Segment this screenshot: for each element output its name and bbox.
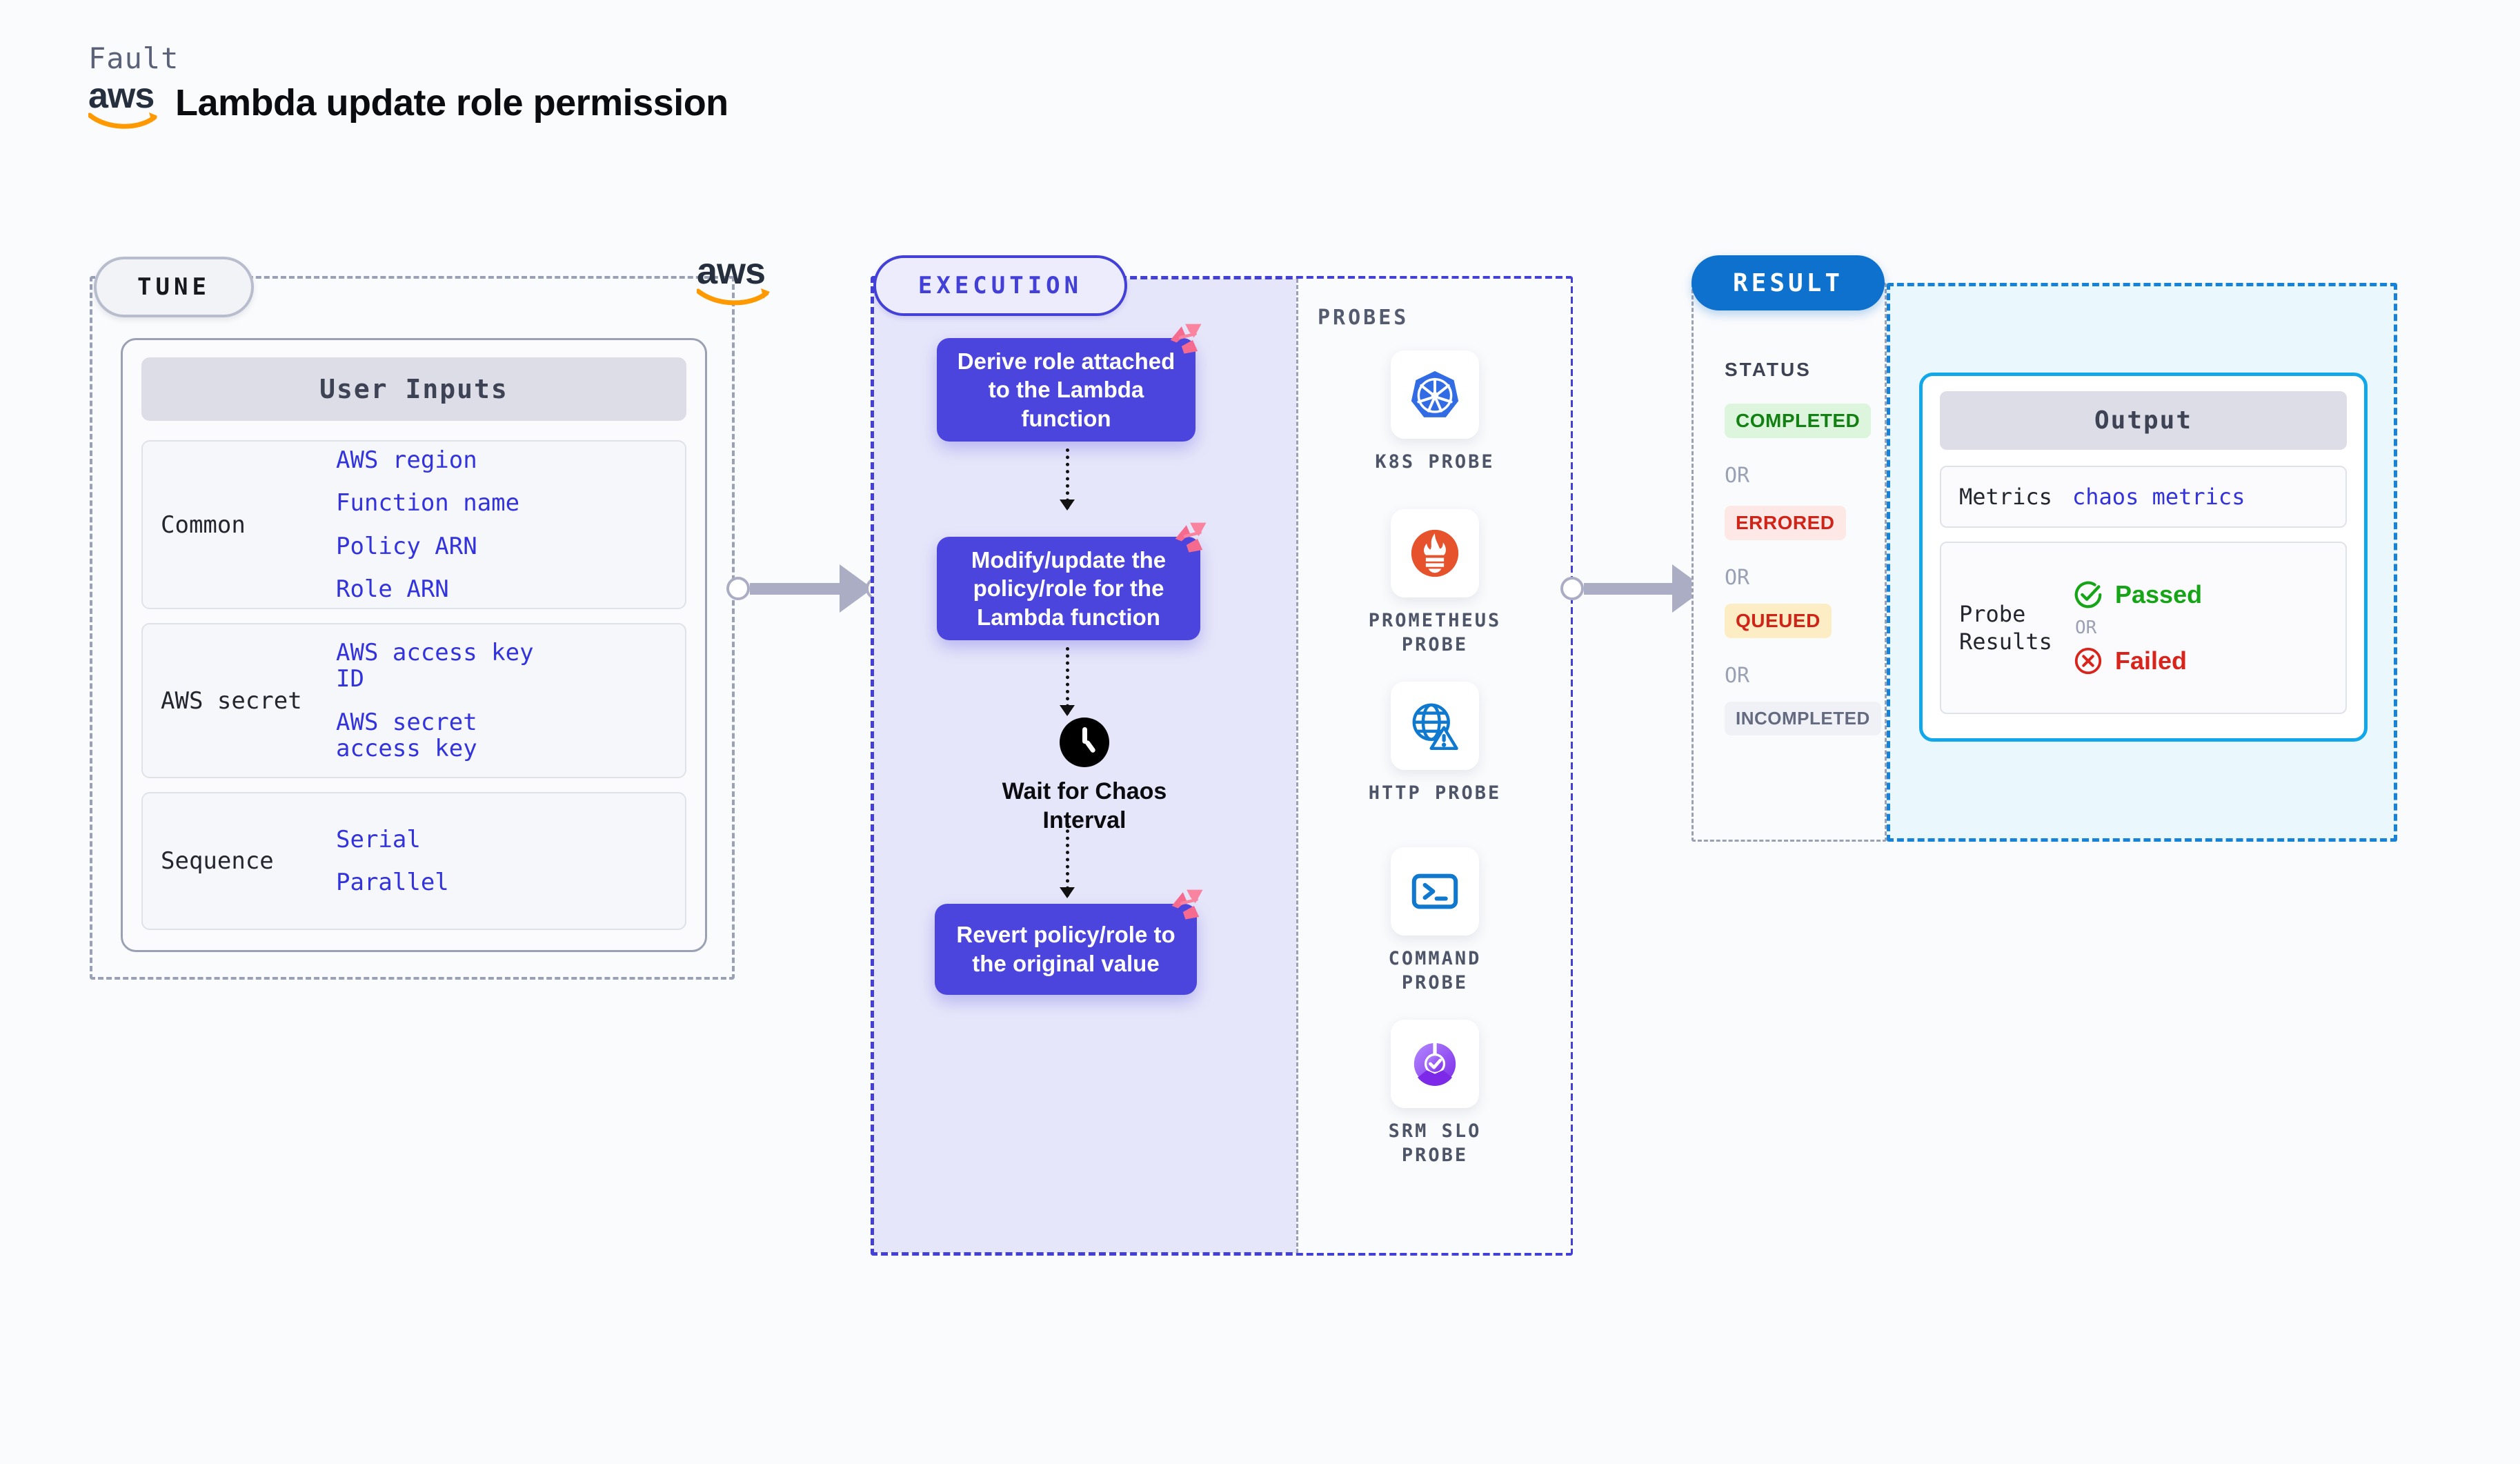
user-inputs-panel: User Inputs Common AWS region Function n… <box>121 338 707 952</box>
status-badge-errored[interactable]: ERRORED <box>1725 506 1846 540</box>
probe-label: SRM SLO PROBE <box>1388 1120 1482 1167</box>
connector-dot <box>726 577 750 600</box>
or-separator: OR <box>1725 566 1750 590</box>
status-badge-queued[interactable]: QUEUED <box>1725 604 1832 638</box>
kubernetes-icon <box>1391 350 1479 439</box>
passed-label: Passed <box>2115 580 2203 609</box>
connector-bar <box>1584 582 1672 595</box>
tune-badge[interactable]: TUNE <box>94 257 254 317</box>
probe-results-label: Probe Results <box>1959 601 2052 655</box>
probes-title: PROBES <box>1318 306 1409 330</box>
srm-slo-icon <box>1391 1020 1479 1108</box>
status-label: STATUS <box>1725 359 1812 380</box>
tune-group-sequence: Sequence Serial Parallel <box>141 792 686 930</box>
user-inputs-title: User Inputs <box>141 357 686 421</box>
metrics-label: Metrics <box>1959 484 2052 510</box>
tune-value[interactable]: Role ARN <box>336 575 449 603</box>
page-title: Lambda update role permission <box>175 82 728 123</box>
connector-bar <box>750 582 840 595</box>
probe-label: K8S PROBE <box>1375 451 1495 473</box>
x-circle-icon <box>2074 647 2102 675</box>
globe-warning-icon <box>1391 682 1479 770</box>
node-label: Modify/update the policy/role for the La… <box>971 546 1167 630</box>
tune-value[interactable]: AWS access key ID <box>336 639 534 693</box>
node-label: Derive role attached to the Lambda funct… <box>957 348 1175 431</box>
litmus-chaos-icon <box>1171 889 1203 920</box>
node-label: Revert policy/role to the original value <box>956 922 1175 976</box>
probe-result-failed: Failed <box>2072 645 2202 677</box>
litmus-chaos-icon <box>1175 522 1207 553</box>
execution-badge[interactable]: EXECUTION <box>873 255 1127 316</box>
probe-item-k8s[interactable]: K8S PROBE <box>1359 350 1511 474</box>
flow-arrow <box>1060 448 1075 511</box>
execution-node-derive-role[interactable]: Derive role attached to the Lambda funct… <box>937 324 1202 442</box>
tune-value[interactable]: AWS secret access key <box>336 708 477 762</box>
or-separator: OR <box>2075 617 2097 638</box>
tune-group-aws-secret: AWS secret AWS access key ID AWS secret … <box>141 623 686 778</box>
litmus-chaos-icon <box>1170 324 1202 354</box>
metrics-value[interactable]: chaos metrics <box>2072 484 2245 510</box>
probe-item-prometheus[interactable]: PROMETHEUS PROBE <box>1359 509 1511 657</box>
status-badge-completed[interactable]: COMPLETED <box>1725 404 1872 438</box>
probe-result-passed: Passed <box>2072 579 2202 611</box>
or-separator: OR <box>1725 464 1750 488</box>
execution-section <box>871 276 1573 1256</box>
tune-value[interactable]: AWS region <box>336 446 477 475</box>
group-label: AWS secret <box>161 686 302 715</box>
connector-tune-to-execution <box>726 564 889 613</box>
terminal-icon <box>1391 847 1479 936</box>
execution-node-modify-policy[interactable]: Modify/update the policy/role for the La… <box>937 522 1207 640</box>
fault-label: Fault <box>88 41 179 75</box>
tune-value[interactable]: Parallel <box>336 869 449 896</box>
probe-item-http[interactable]: HTTP PROBE <box>1359 682 1511 805</box>
tune-value[interactable]: Policy ARN <box>336 532 477 560</box>
tune-value[interactable]: Serial <box>336 825 421 853</box>
prometheus-icon <box>1391 509 1479 597</box>
aws-logo-icon: aws <box>88 78 160 129</box>
wait-label: Wait for Chaos Interval <box>1002 778 1167 834</box>
check-circle-icon <box>2074 581 2102 609</box>
tune-section <box>90 276 735 980</box>
result-badge[interactable]: RESULT <box>1691 255 1885 310</box>
group-label: Common <box>161 511 246 539</box>
or-separator: OR <box>1725 664 1750 688</box>
failed-label: Failed <box>2115 646 2187 675</box>
probe-item-srm-slo[interactable]: SRM SLO PROBE <box>1359 1020 1511 1167</box>
execution-node-revert-policy[interactable]: Revert policy/role to the original value <box>935 889 1203 995</box>
probe-label: PROMETHEUS PROBE <box>1368 610 1502 656</box>
output-title: Output <box>1940 391 2347 450</box>
flow-arrow <box>1060 822 1075 898</box>
output-panel: Output Metrics chaos metrics Probe Resul… <box>1919 373 2368 742</box>
probe-label: HTTP PROBE <box>1368 782 1502 804</box>
clock-icon <box>1060 718 1109 767</box>
execution-node-wait-for-chaos: Wait for Chaos Interval <box>974 718 1195 835</box>
status-badge-incompleted[interactable]: INCOMPLETED <box>1725 702 1881 735</box>
result-status-section <box>1691 283 1887 842</box>
connector-dot <box>1560 577 1584 600</box>
group-label: Sequence <box>161 847 274 875</box>
probe-label: COMMAND PROBE <box>1388 948 1482 994</box>
aws-logo-icon: aws <box>697 253 773 313</box>
output-row-probe-results: Probe Results Passed OR Failed <box>1940 542 2347 714</box>
page-header: Fault aws Lambda update role permission <box>88 41 728 129</box>
tune-value[interactable]: Function name <box>336 489 520 517</box>
tune-group-common: Common AWS region Function name Policy A… <box>141 440 686 609</box>
probe-item-command[interactable]: COMMAND PROBE <box>1359 847 1511 995</box>
flow-arrow <box>1060 647 1075 716</box>
output-row-metrics: Metrics chaos metrics <box>1940 466 2347 528</box>
